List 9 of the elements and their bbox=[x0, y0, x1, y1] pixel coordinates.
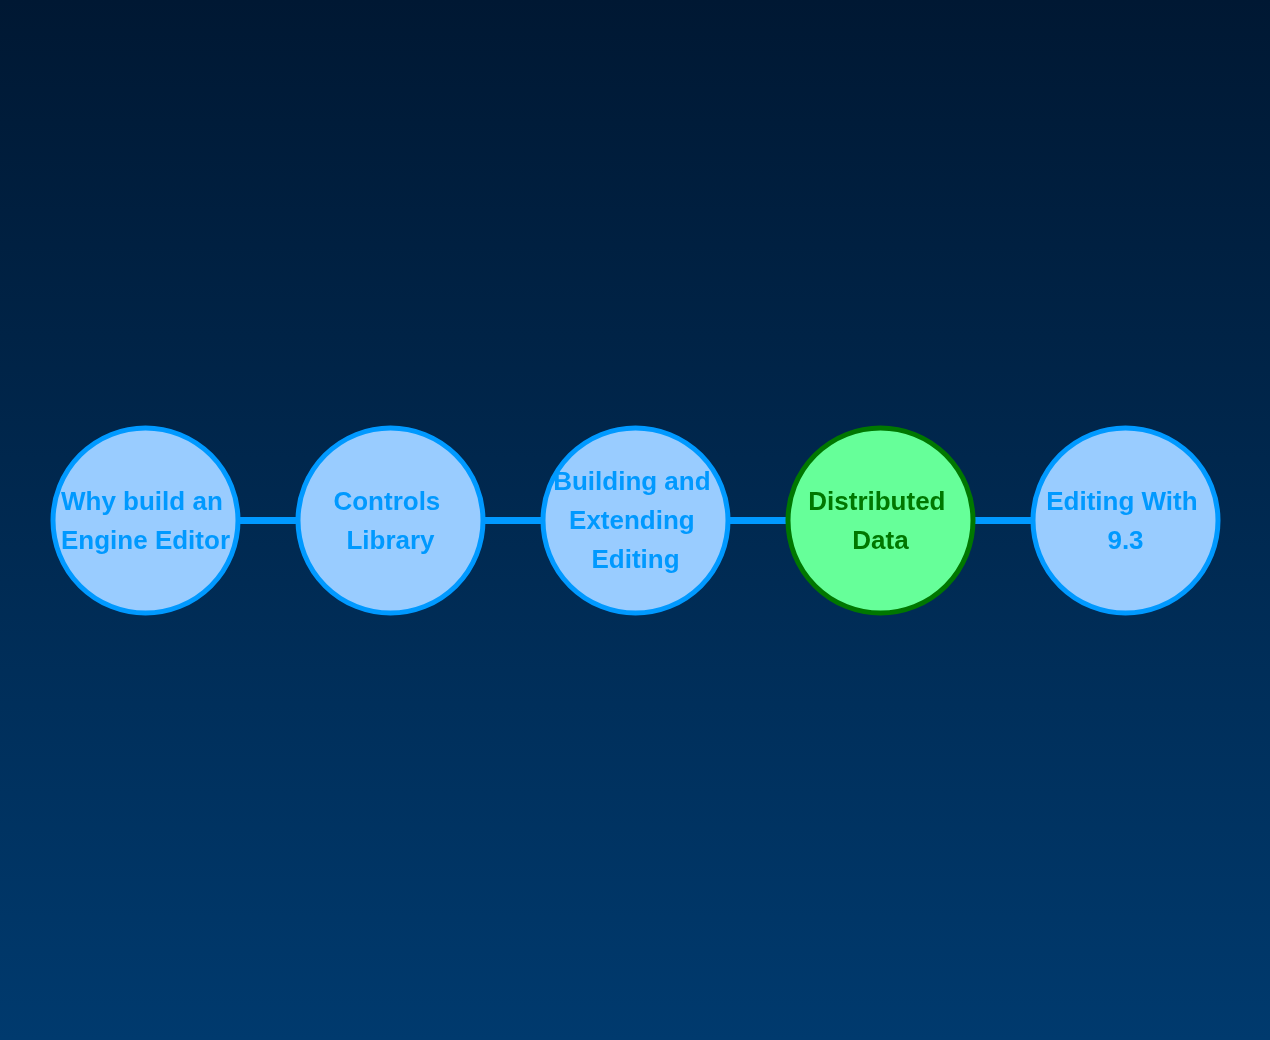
connector bbox=[237, 516, 298, 524]
node-circle: Editing With 9.3 bbox=[1030, 425, 1220, 615]
connector bbox=[482, 516, 543, 524]
node-circle: Why build an Engine Editor bbox=[50, 425, 240, 615]
node-circle: Building and Extending Editing bbox=[540, 425, 730, 615]
connector bbox=[727, 516, 788, 524]
node-circle: Distributed Data bbox=[785, 425, 975, 615]
node-circle: Controls Library bbox=[295, 425, 485, 615]
connector bbox=[972, 516, 1033, 524]
